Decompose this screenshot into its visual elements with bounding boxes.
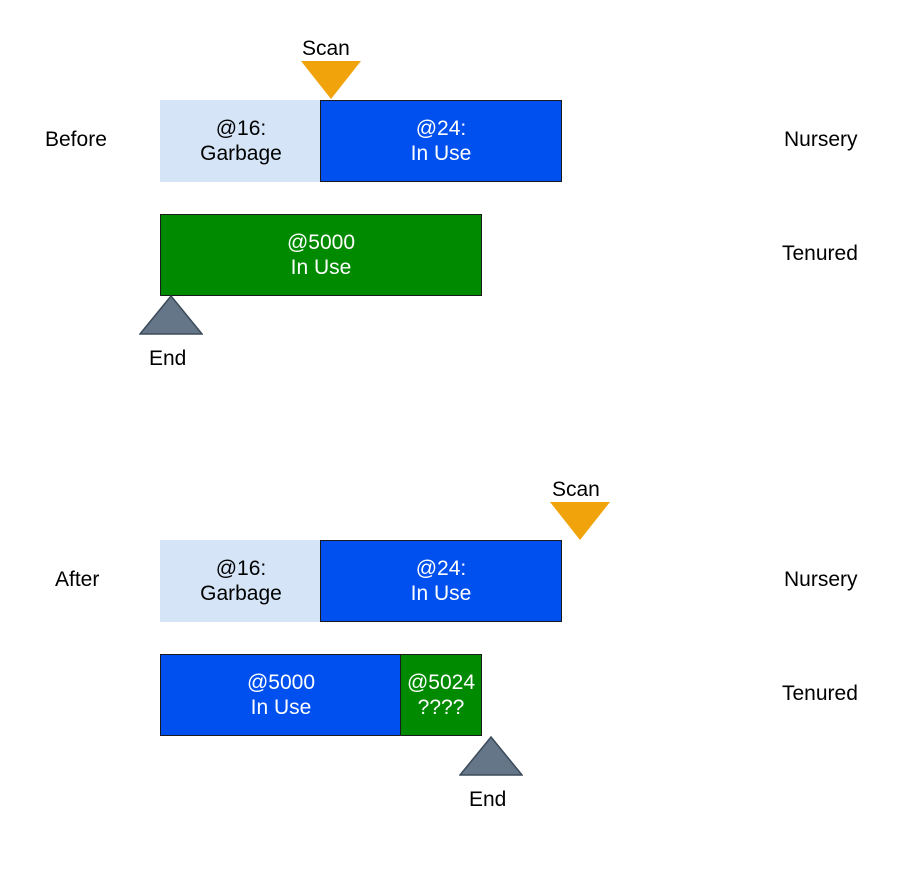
before-end-label: End bbox=[149, 347, 187, 370]
before-nursery-cell-garbage: @16: Garbage bbox=[160, 100, 322, 182]
cell-address: @16: bbox=[215, 556, 267, 580]
end-marker-icon bbox=[459, 736, 523, 776]
before-tenured-cell-in-use: @5000 In Use bbox=[160, 214, 482, 296]
after-end-label: End bbox=[469, 788, 507, 811]
before-tenured-label: Tenured bbox=[782, 242, 858, 265]
cell-address: @5000 bbox=[286, 230, 356, 254]
cell-address: @5024 bbox=[406, 670, 476, 694]
before-label: Before bbox=[45, 128, 107, 151]
cell-address: @5000 bbox=[246, 670, 316, 694]
after-label: After bbox=[55, 568, 100, 591]
cell-address: @24: bbox=[415, 116, 467, 140]
scan-marker-icon bbox=[301, 61, 361, 99]
cell-status: In Use bbox=[290, 256, 352, 279]
before-scan-label: Scan bbox=[302, 37, 350, 60]
cell-status: Garbage bbox=[200, 142, 282, 165]
scan-marker-icon bbox=[550, 502, 610, 540]
after-tenured-cell-in-use: @5000 In Use bbox=[160, 654, 402, 736]
after-nursery-cell-in-use: @24: In Use bbox=[320, 540, 562, 622]
end-marker-icon bbox=[139, 295, 203, 335]
cell-address: @16: bbox=[215, 116, 267, 140]
after-tenured-cell-unknown: @5024 ???? bbox=[400, 654, 482, 736]
cell-status: In Use bbox=[410, 582, 472, 605]
before-nursery-cell-in-use: @24: In Use bbox=[320, 100, 562, 182]
cell-status: In Use bbox=[410, 142, 472, 165]
cell-address: @24: bbox=[415, 556, 467, 580]
after-tenured-label: Tenured bbox=[782, 682, 858, 705]
after-scan-label: Scan bbox=[552, 478, 600, 501]
after-nursery-cell-garbage: @16: Garbage bbox=[160, 540, 322, 622]
before-nursery-label: Nursery bbox=[784, 128, 858, 151]
cell-status: ???? bbox=[417, 696, 465, 719]
cell-status: In Use bbox=[250, 696, 312, 719]
cell-status: Garbage bbox=[200, 582, 282, 605]
after-nursery-label: Nursery bbox=[784, 568, 858, 591]
